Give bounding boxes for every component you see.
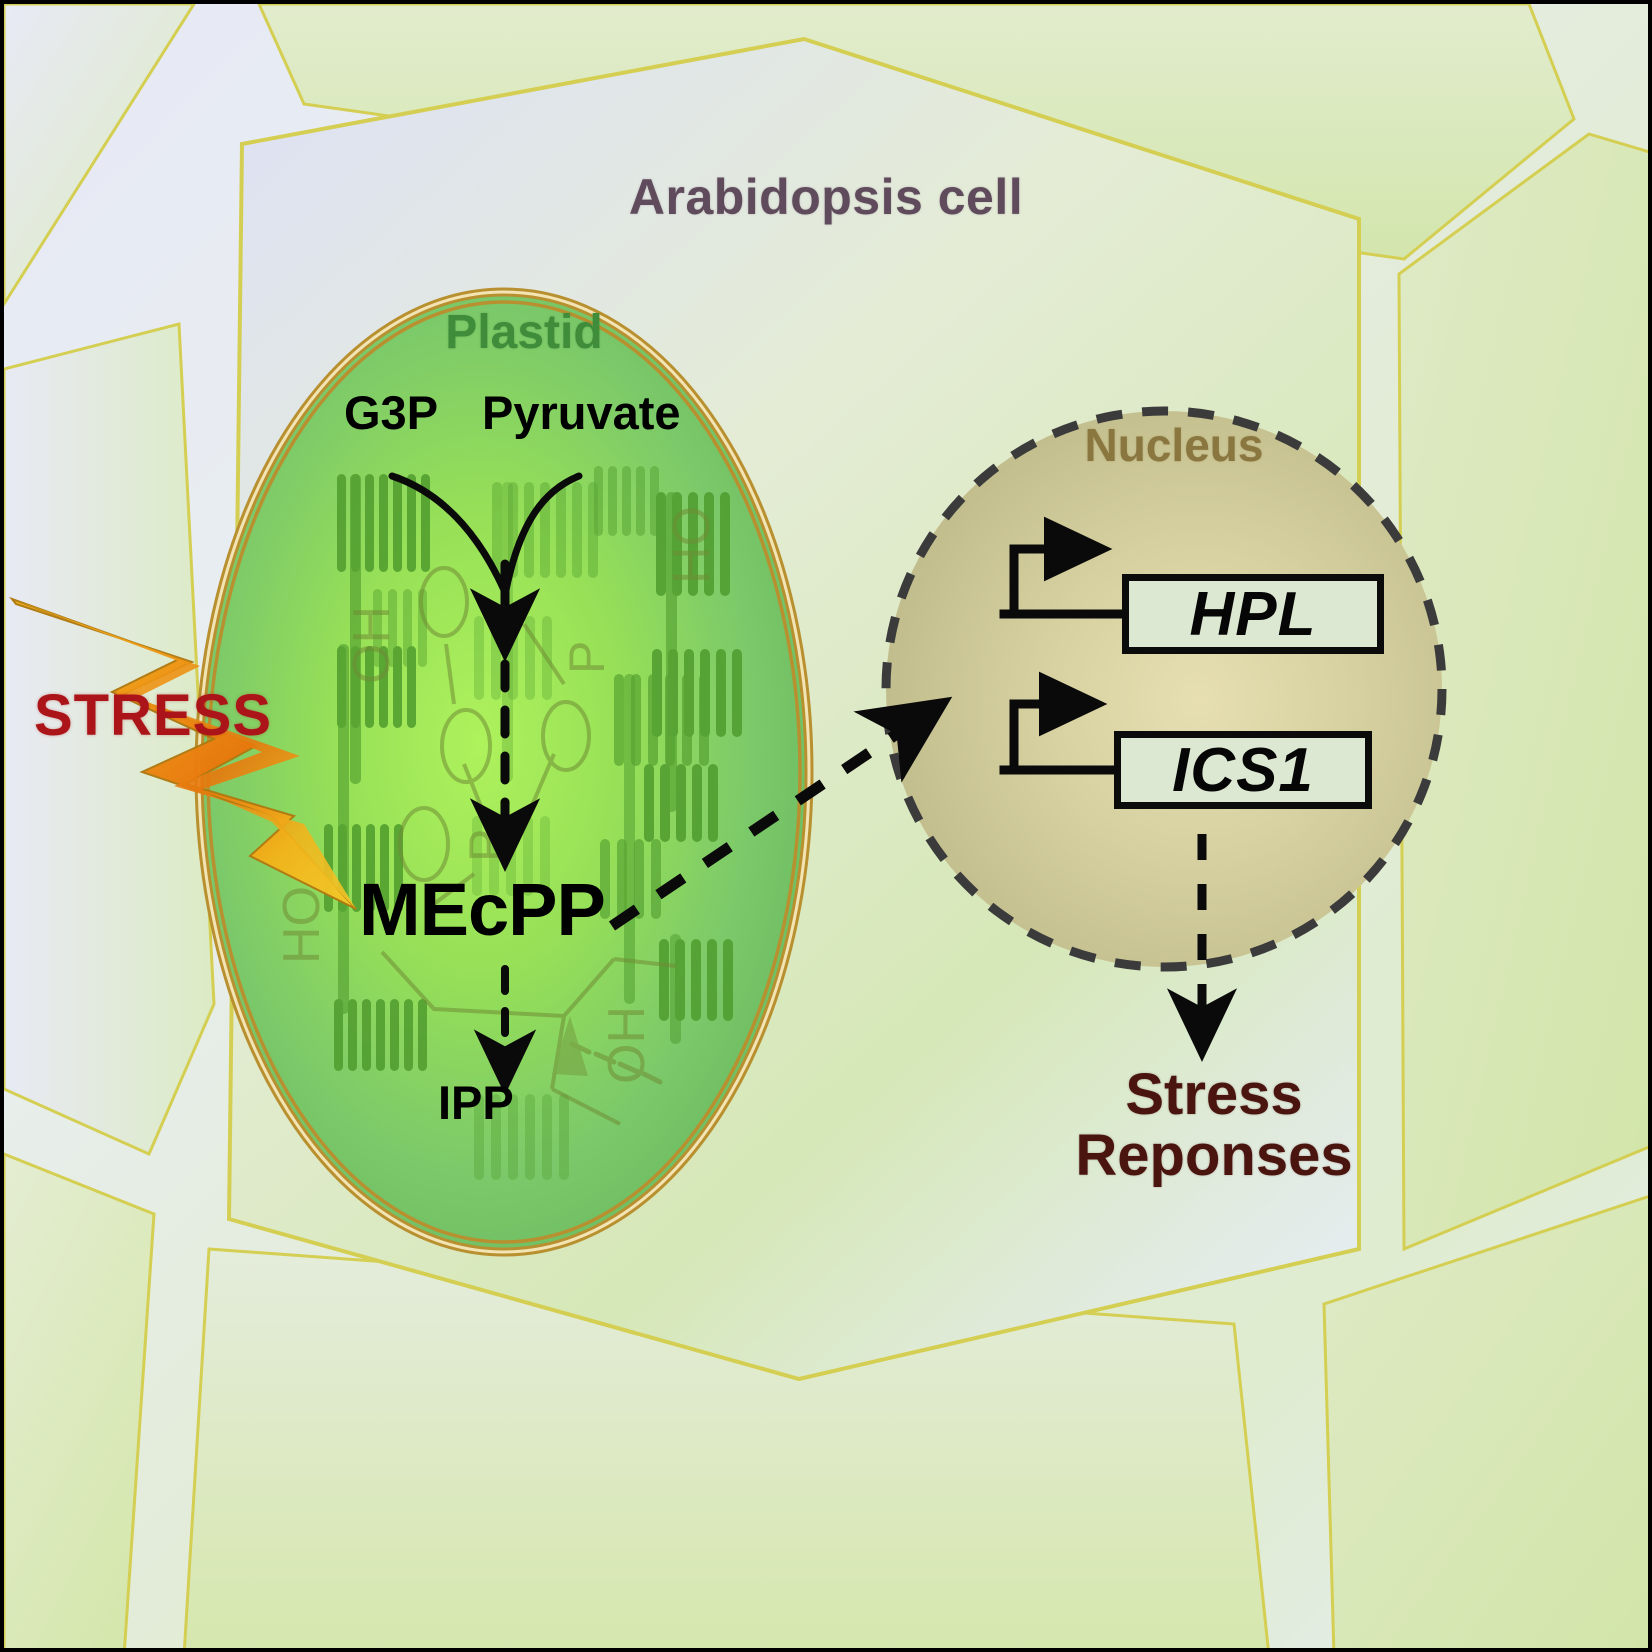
plastid-label: Plastid [445,306,603,359]
stress-lightning-bolt [9,596,357,910]
gene-box-hpl: HPL [1122,574,1384,654]
diagram-vector-layer: HO P OH P HO OH [4,4,1648,1648]
svg-text:OH: OH [343,606,401,684]
gene-box-ics1: ICS1 [1114,731,1372,809]
stress-label: STRESS [34,683,273,748]
thylakoid-grana [324,466,742,1180]
metabolite-pyruvate-label: Pyruvate [482,386,681,439]
promoter-hpl [999,516,1131,619]
diagram-scene: HO P OH P HO OH [4,4,1648,1648]
pyruvate-branch-arrow [502,472,583,594]
promoter-ics1 [999,671,1124,775]
nucleus-body [881,406,1447,972]
svg-text:HO: HO [273,886,331,964]
metabolite-g3p-label: G3P [344,386,439,439]
mecpp-retrograde-signal-arrow [608,696,953,931]
svg-text:P: P [559,641,615,674]
stress-responses-label: Stress Reponses [1075,1062,1353,1189]
hpl-tss-arrow [1009,516,1113,619]
transcription-units [999,516,1131,775]
page-title: Arabidopsis cell [628,169,1024,225]
metabolite-ipp-label: IPP [438,1076,514,1129]
nucleus-label: Nucleus [1084,419,1264,471]
metabolite-mecpp-label: MEcPP [359,868,606,951]
svg-text:HO: HO [663,506,721,584]
pathway-arrows [388,472,583,1096]
nuclear-envelope-dashed [881,406,1447,972]
svg-text:OH: OH [598,1006,656,1084]
ics1-tss-arrow [1009,671,1108,775]
g3p-branch-arrow [388,472,508,594]
